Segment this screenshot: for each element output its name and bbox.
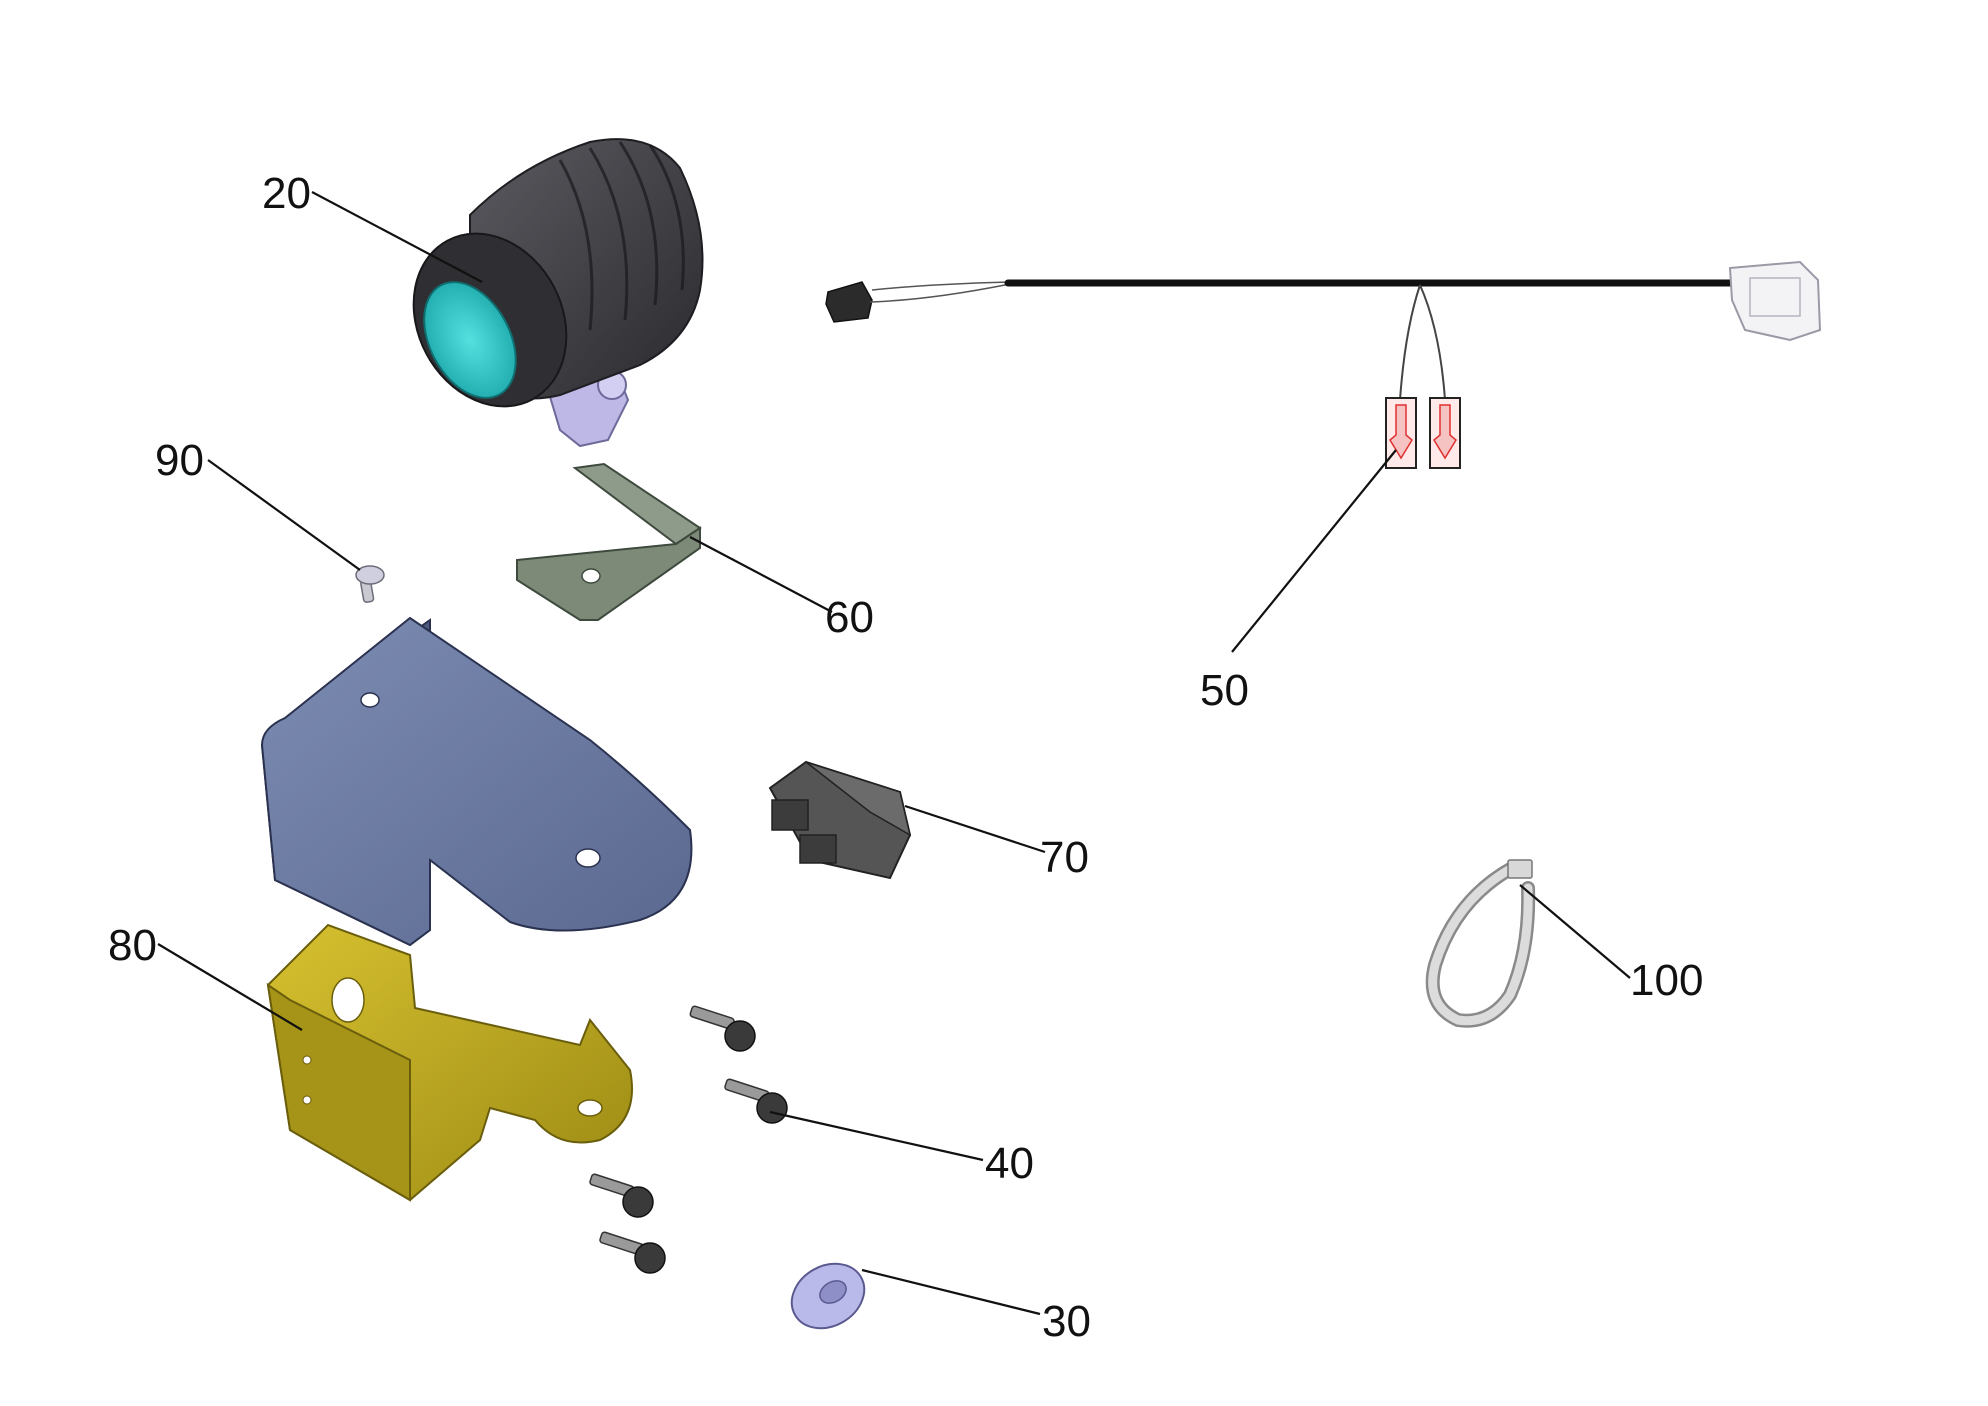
leader-20 (311, 191, 483, 283)
leader-lines (157, 191, 1631, 1316)
screw-part-90 (355, 565, 385, 603)
callout-90: 90 (155, 436, 204, 485)
bracket-hole-top (360, 692, 380, 708)
wiring-harness-part-50 (825, 260, 1822, 469)
lamp-fins (558, 141, 685, 331)
base-bracket-hole-large (331, 977, 365, 1023)
angle-plate-part-60 (516, 462, 702, 621)
leader-60 (689, 536, 833, 613)
leader-40 (769, 1110, 984, 1162)
leader-100 (1519, 884, 1631, 979)
grommet-part-30 (790, 1262, 866, 1330)
base-bracket-part-80 (266, 923, 633, 1202)
callout-60: 60 (825, 593, 874, 642)
harness-left-connector (825, 281, 873, 323)
callout-100: 100 (1630, 956, 1703, 1005)
screw-40-c (589, 1173, 654, 1218)
callout-20: 20 (262, 169, 311, 218)
callout-80: 80 (108, 921, 157, 970)
leader-70 (904, 804, 1046, 854)
callout-labels: 20 90 60 50 70 80 100 40 30 (108, 169, 1703, 1346)
callout-70: 70 (1040, 833, 1089, 882)
callout-50: 50 (1200, 666, 1249, 715)
harness-terminal-right (1429, 397, 1461, 469)
screw-40-b (724, 1078, 788, 1124)
screw-40-a (689, 1005, 756, 1052)
mounting-bracket (260, 616, 693, 947)
screws-part-40 (589, 1005, 788, 1274)
lamp-lens (423, 281, 517, 399)
screw-40-d (599, 1231, 666, 1274)
bracket-hole-end (575, 848, 601, 868)
callout-30: 30 (1042, 1297, 1091, 1346)
leader-80 (157, 943, 303, 1031)
leader-90 (207, 459, 361, 571)
connector-part-70 (768, 760, 912, 880)
callout-40: 40 (985, 1139, 1034, 1188)
cable-tie-part-100 (1425, 859, 1536, 1028)
base-bracket-hole-tab (577, 1099, 603, 1117)
lamp-part-20 (412, 138, 704, 448)
leader-50 (1231, 449, 1397, 653)
harness-right-connector (1728, 260, 1822, 342)
leader-30 (861, 1268, 1041, 1316)
